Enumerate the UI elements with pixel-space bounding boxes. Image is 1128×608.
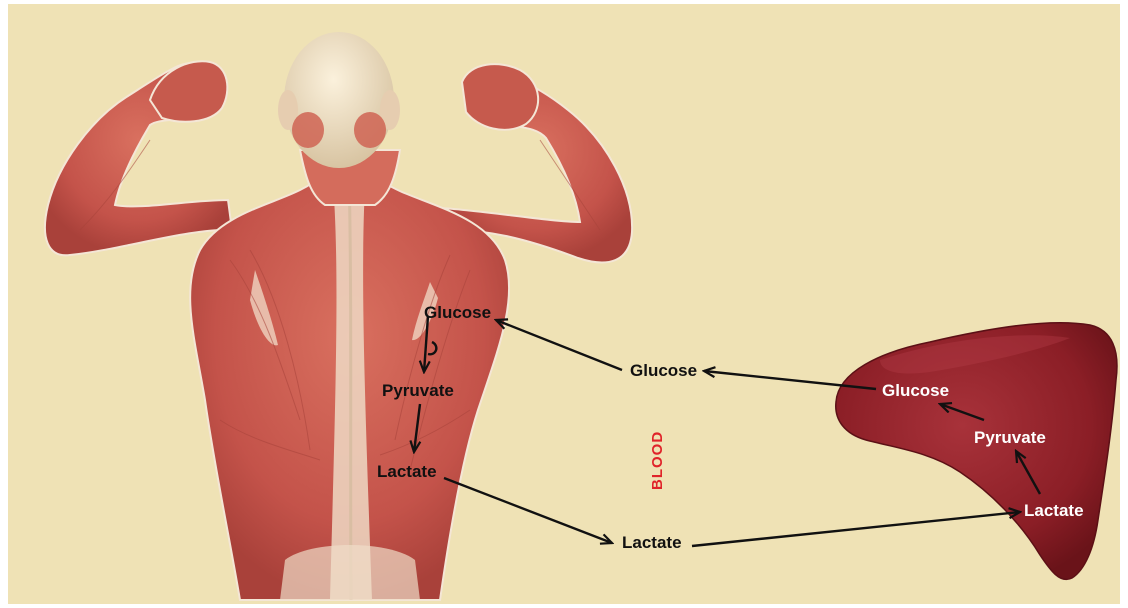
liver-glucose-label: Glucose [882, 381, 949, 400]
lower-back [280, 545, 420, 600]
liver-lactate-label: Lactate [1024, 501, 1084, 520]
spine-center-line [349, 172, 351, 600]
muscle-glucose-label: Glucose [424, 303, 491, 322]
neck-muscle-left [292, 112, 324, 148]
liver-pyruvate-label: Pyruvate [974, 428, 1046, 447]
muscle-lactate-label: Lactate [377, 462, 437, 481]
neck-muscle-right [354, 112, 386, 148]
blood-lactate-label: Lactate [622, 533, 682, 552]
muscle-pyruvate-label: Pyruvate [382, 381, 454, 400]
blood-glucose-label: Glucose [630, 361, 697, 380]
right-fist [462, 64, 538, 130]
blood-label: BLOOD [649, 431, 666, 490]
head [284, 32, 394, 168]
